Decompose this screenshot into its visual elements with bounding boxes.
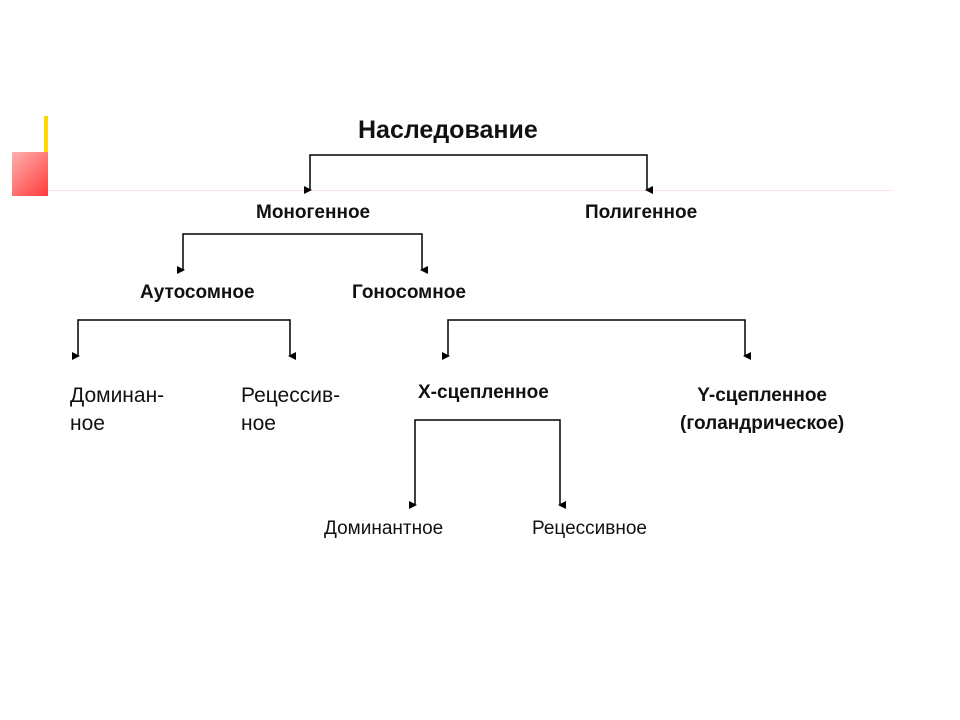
connector-root [304,154,653,194]
decorative-red-square [12,152,48,196]
node-monogenic: Моногенное [256,202,371,223]
node-autosomal-dominant: Доминан- ное [70,382,164,438]
node-y-linked: Y-сцепленное (голандрическое) [680,382,844,438]
connector-x-linked [409,419,566,509]
node-polygenic: Полигенное [585,202,698,223]
node-x-dominant: Доминантное [324,518,444,539]
connector-gonosomal [442,319,751,360]
connector-autosomal [72,319,296,360]
node-y-linked-line2: (голандрическое) [680,413,845,434]
node-autosomal-recessive-line2: ное [241,412,276,435]
node-autosomal: Аутосомное [140,282,255,303]
node-x-recessive: Рецессивное [532,518,647,539]
connector-monogenic [177,233,428,274]
node-gonosomal: Гоносомное [352,282,466,303]
node-x-linked: X-сцепленное [418,382,549,403]
node-autosomal-recessive-line1: Рецессив- [241,384,341,407]
node-inheritance: Наследование [358,116,538,144]
node-y-linked-line1: Y-сцепленное [697,385,828,406]
node-autosomal-dominant-line1: Доминан- [70,384,165,407]
node-autosomal-recessive: Рецессив- ное [241,382,340,438]
node-autosomal-dominant-line2: ное [70,412,105,435]
